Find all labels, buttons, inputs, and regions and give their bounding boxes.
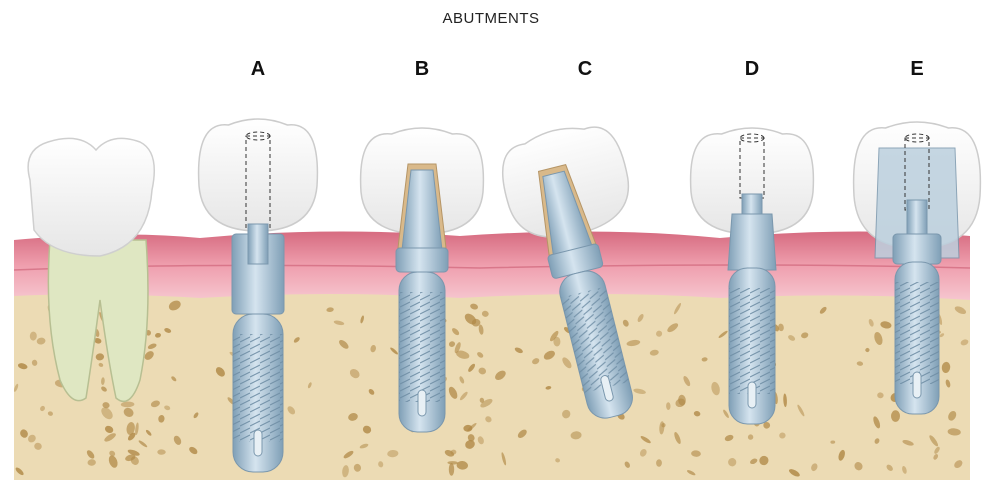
implant-vent <box>418 390 426 416</box>
crown <box>199 119 318 231</box>
implant-vent <box>748 382 756 408</box>
implant-threads <box>729 288 775 394</box>
implant-threads <box>895 282 939 384</box>
implant-threads <box>233 334 283 442</box>
abutment-screw <box>248 224 268 264</box>
implant-vent <box>913 372 921 398</box>
abutment-screw <box>742 194 762 216</box>
implant-vent <box>254 430 262 456</box>
abutment-collar <box>893 234 941 264</box>
abutment <box>728 214 776 270</box>
abutment-collar <box>396 248 448 272</box>
bone-pore <box>449 463 454 476</box>
implant-threads <box>399 292 445 402</box>
